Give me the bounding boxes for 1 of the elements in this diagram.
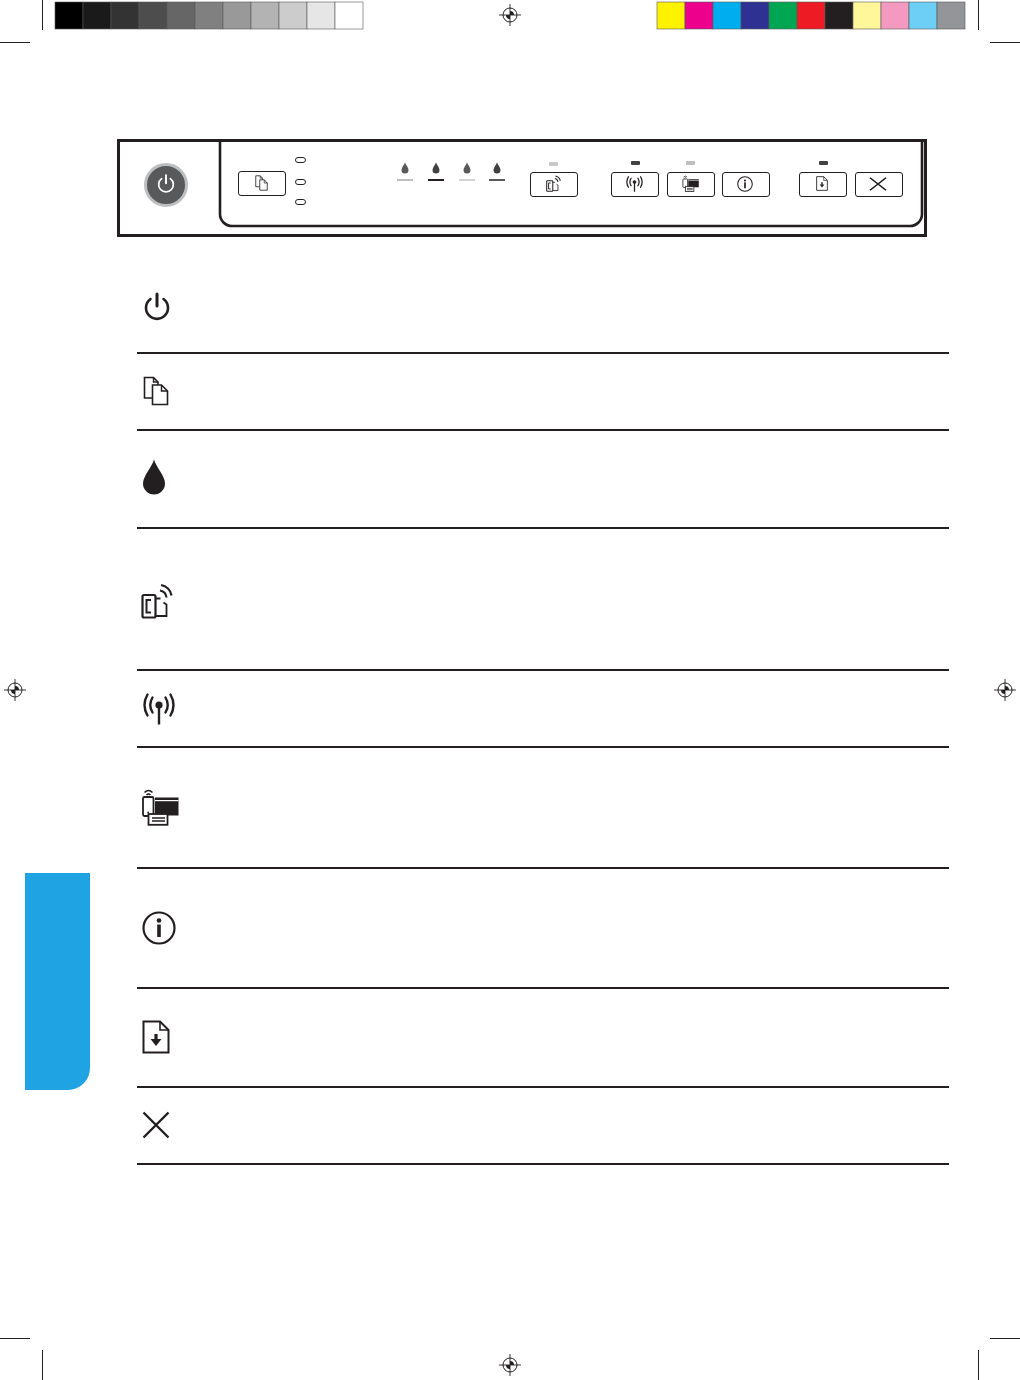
- section-tab: [25, 873, 90, 1090]
